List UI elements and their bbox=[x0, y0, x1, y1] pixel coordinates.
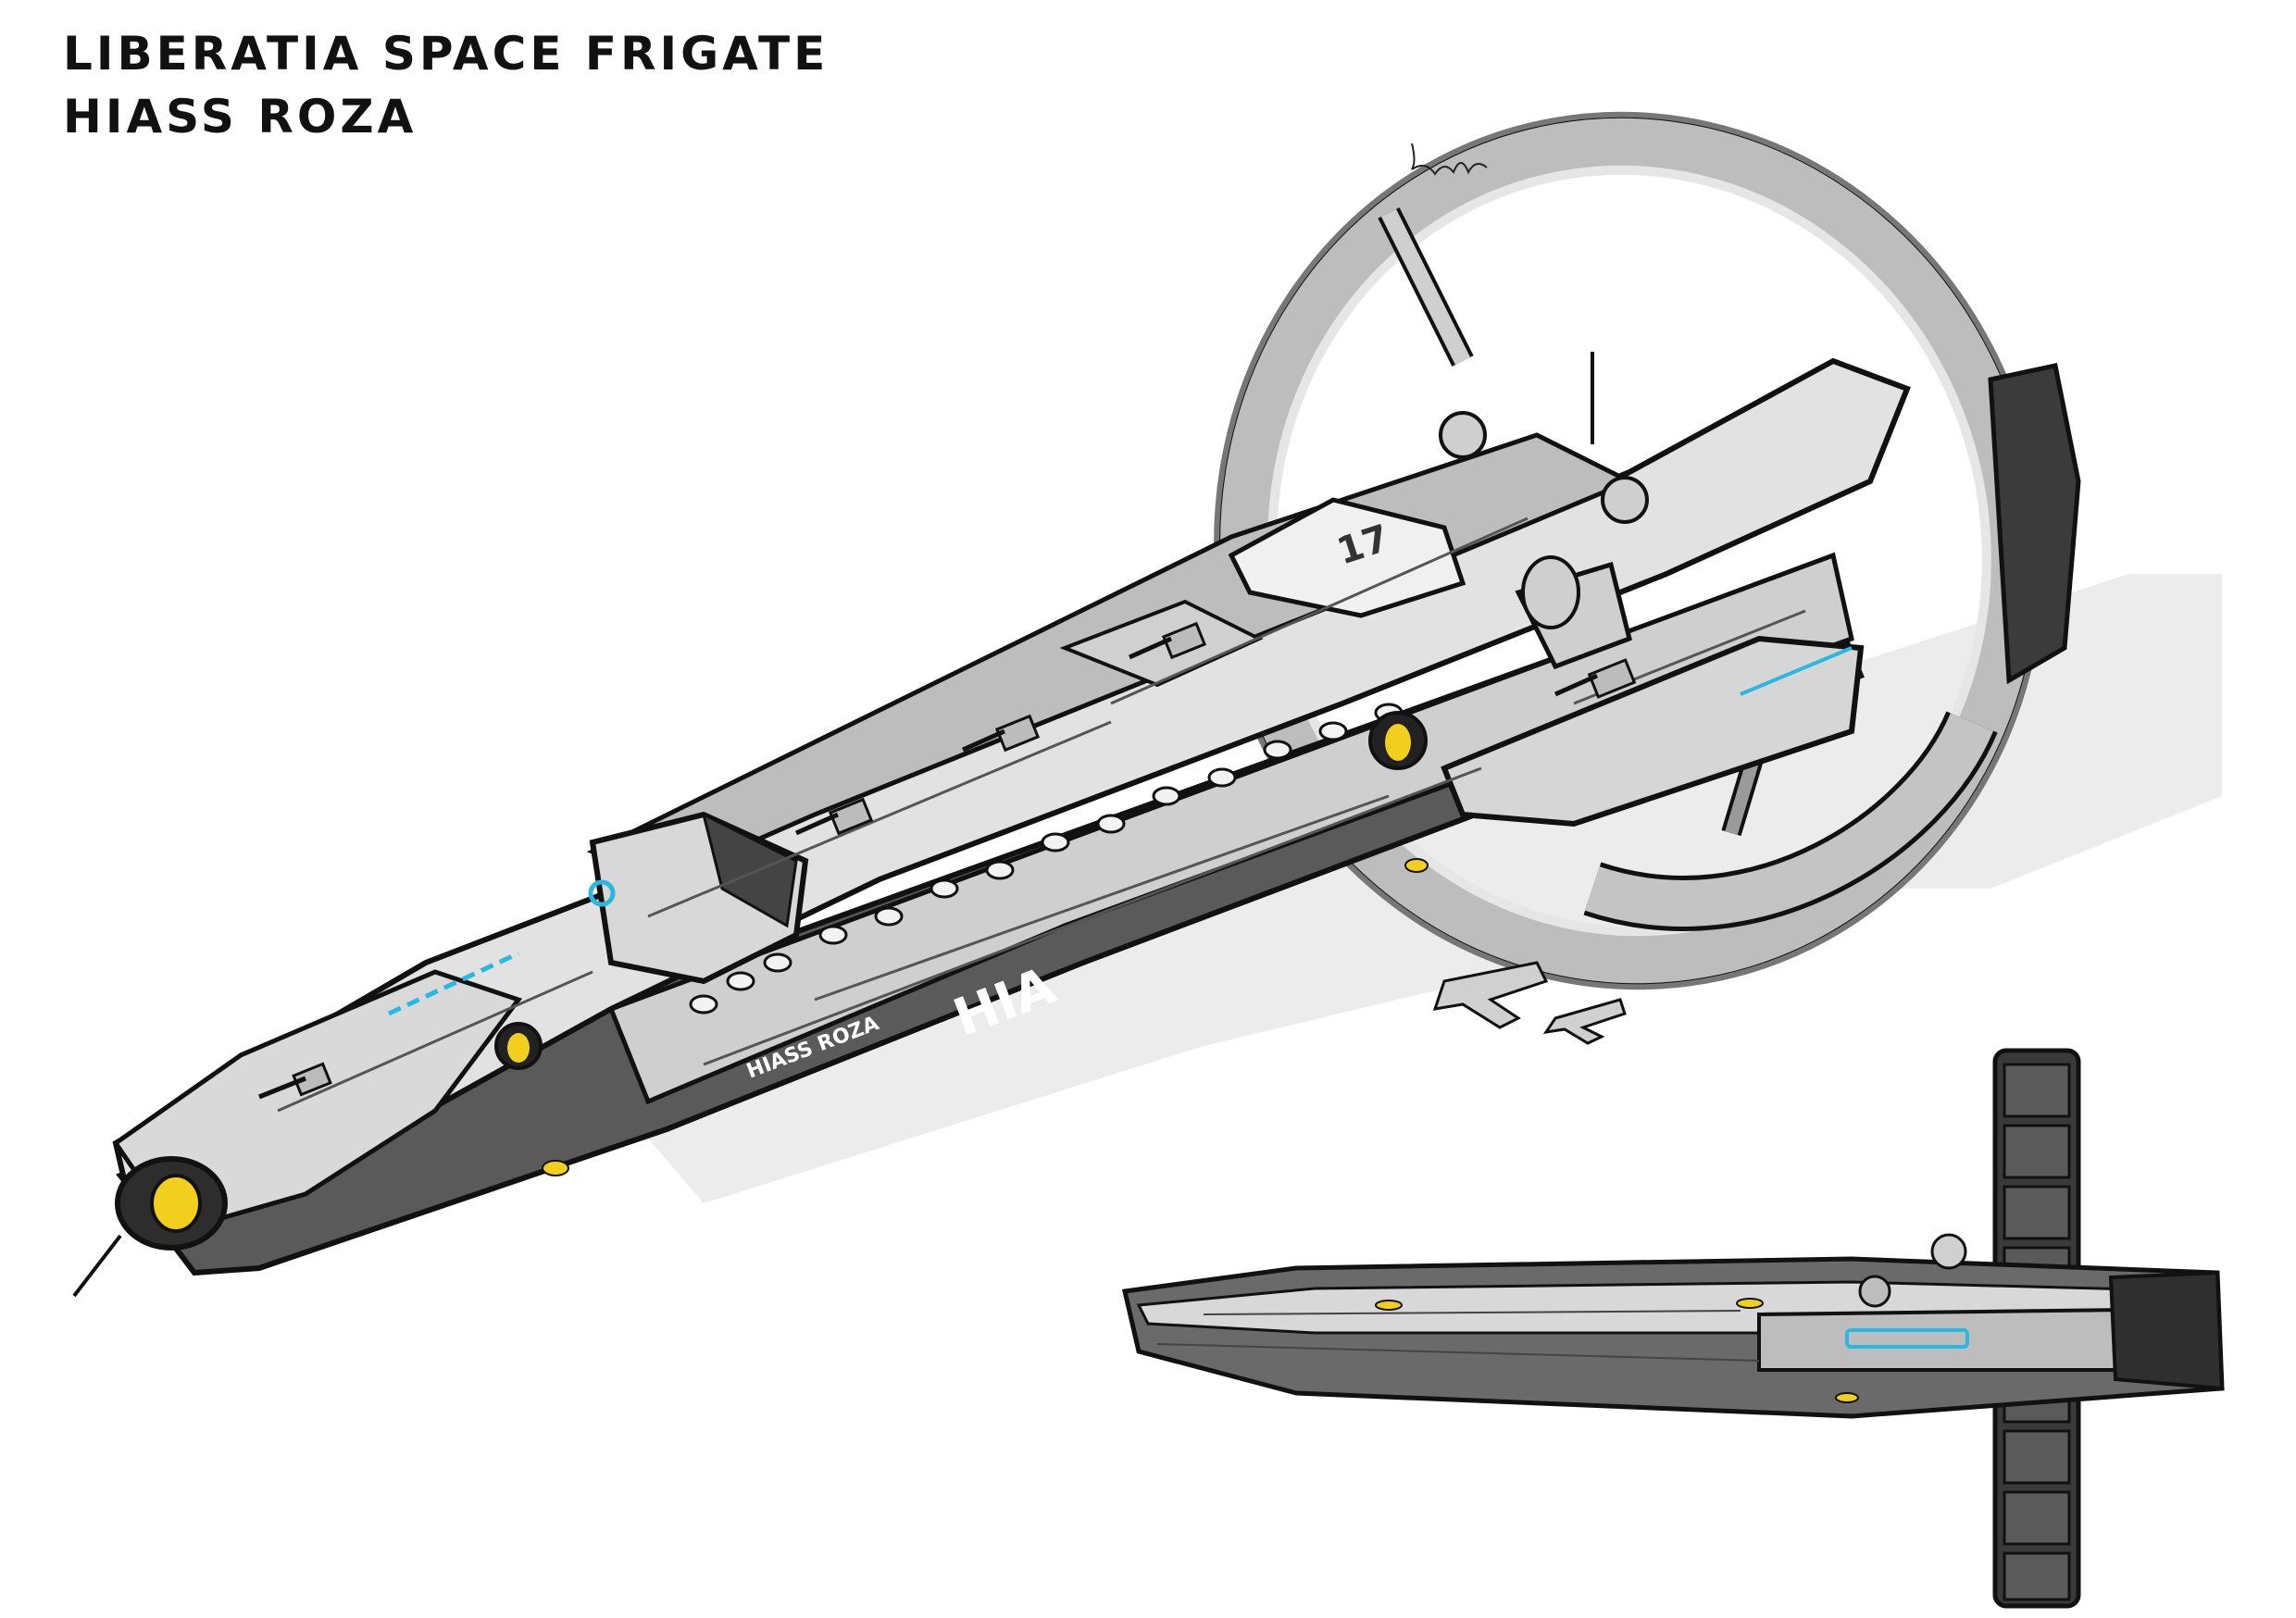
frigate-hull: HIA HIASS ROZA 17 bbox=[72, 352, 1911, 1298]
title-line-1: LIBERATIA SPACE FRIGATE bbox=[63, 27, 830, 81]
escort-fighter-2 bbox=[1542, 998, 1627, 1045]
title-block: LIBERATIA SPACE FRIGATE HIASS ROZA bbox=[63, 22, 829, 148]
escort-fighter-1 bbox=[1432, 961, 1549, 1029]
title-line-2: HIASS ROZA bbox=[63, 90, 418, 143]
artist-signature bbox=[1411, 143, 1488, 176]
top-view-schematic bbox=[1121, 1048, 2225, 1609]
